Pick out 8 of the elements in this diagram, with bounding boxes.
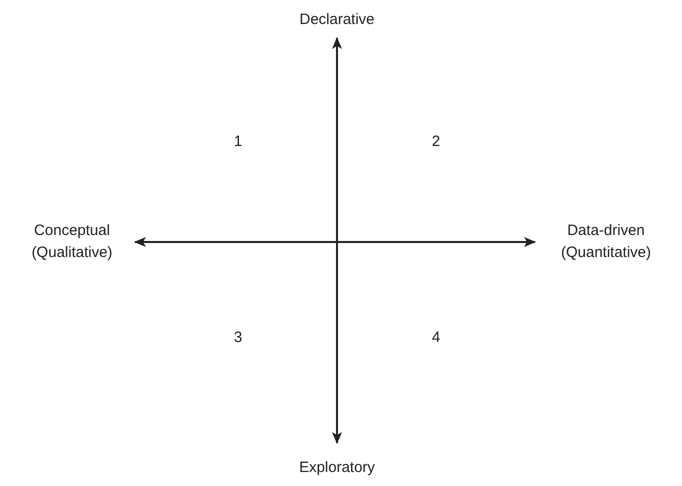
quadrant-number: 1 <box>234 132 242 152</box>
axis-label: Declarative <box>299 10 375 30</box>
quadrant-number: 3 <box>234 328 242 348</box>
axis-label: Exploratory <box>299 458 375 478</box>
axis-label: Conceptual (Qualitative) <box>30 221 114 263</box>
quadrant-number: 2 <box>432 132 440 152</box>
axis-label: Data-driven (Quantitative) <box>560 221 652 263</box>
quadrant-number: 4 <box>432 328 440 348</box>
